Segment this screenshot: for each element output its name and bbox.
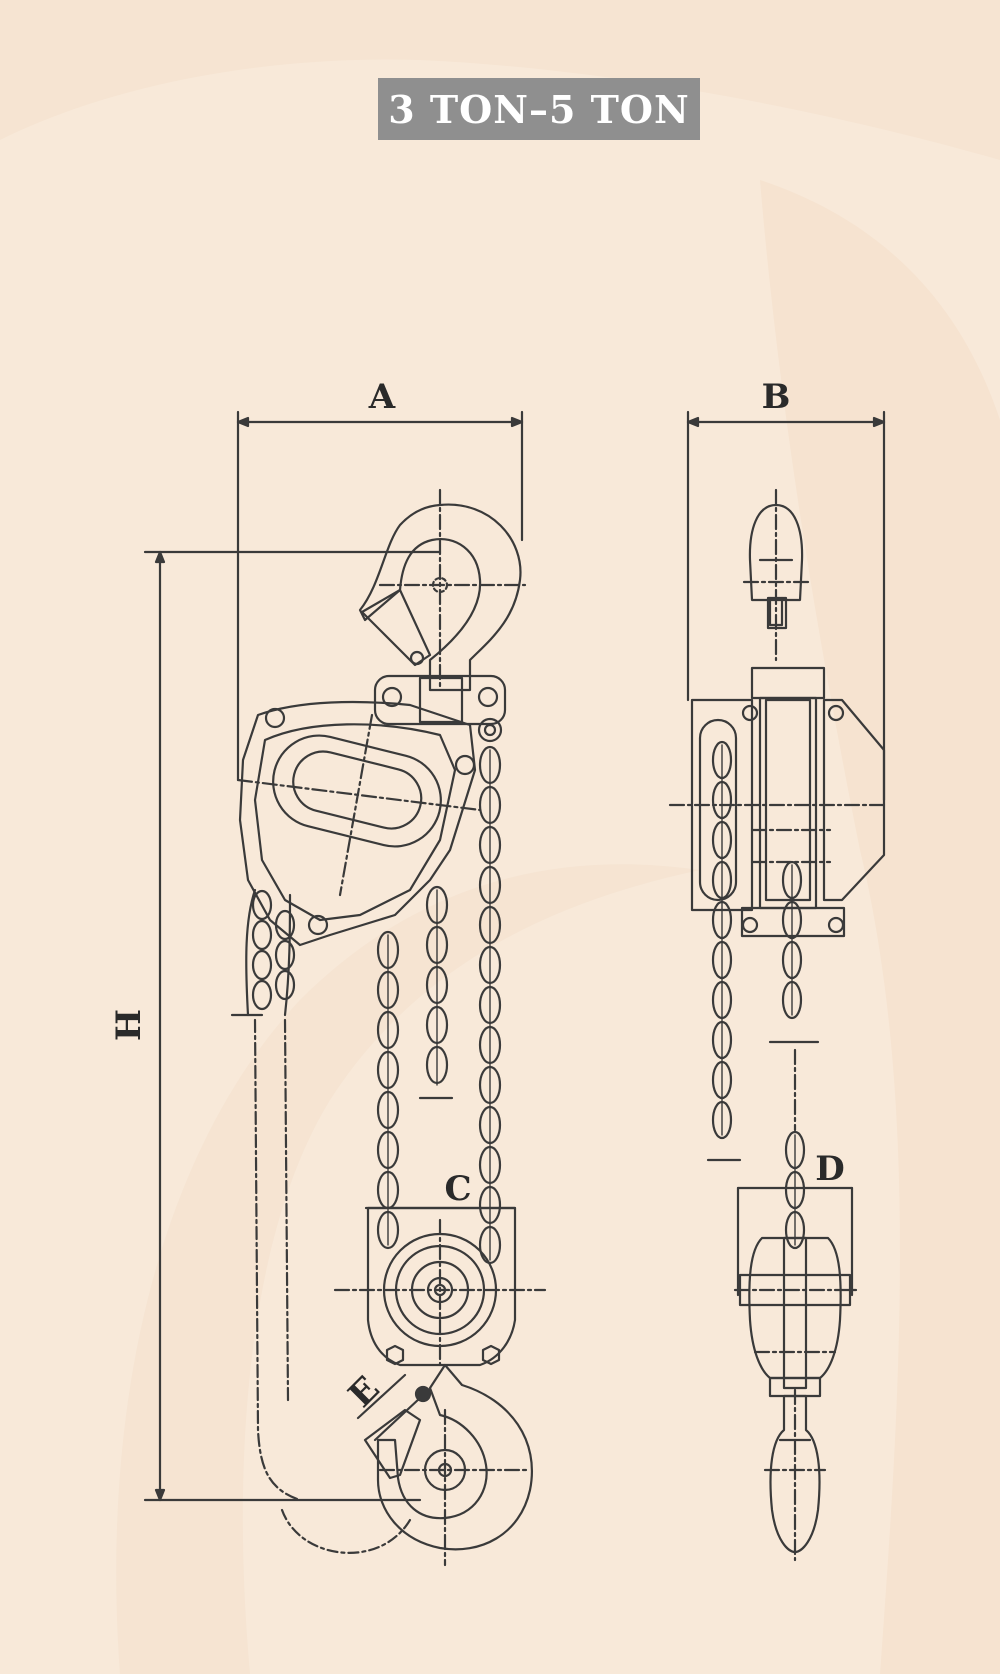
side-view: B	[668, 377, 887, 1562]
suspension-yoke	[373, 674, 507, 726]
bottom-hook	[363, 1363, 533, 1567]
dimension-c-label: C	[444, 1169, 471, 1209]
title-text: 3 TON–5 TON	[388, 86, 690, 132]
dimension-d-label: D	[815, 1149, 844, 1189]
load-chain-3	[478, 745, 502, 1265]
side-load-chain	[768, 860, 820, 1250]
side-frame	[668, 666, 887, 938]
dimension-d: D	[736, 1149, 854, 1297]
load-chain-2	[418, 885, 454, 1100]
load-chain-1	[376, 930, 400, 1250]
hand-chain-left	[230, 888, 412, 1554]
dimension-e-label: E	[341, 1369, 388, 1416]
top-hook-side	[742, 488, 810, 662]
dimension-b-label: B	[762, 377, 791, 417]
side-bottom-hook	[763, 1388, 827, 1562]
title-badge: 3 TON–5 TON	[378, 78, 700, 140]
dimension-b: B	[686, 377, 886, 802]
dimension-a-label: A	[368, 377, 396, 417]
dimension-h-label: H	[109, 1009, 149, 1041]
side-hand-chain	[706, 740, 742, 1162]
side-bottom-block	[733, 1236, 862, 1398]
hoist-housing	[236, 700, 503, 947]
bottom-block	[333, 1206, 547, 1367]
top-hook	[358, 488, 527, 692]
front-view: A H	[109, 377, 547, 1567]
dimension-h: H	[109, 550, 442, 1502]
dimension-a: A	[236, 377, 524, 782]
